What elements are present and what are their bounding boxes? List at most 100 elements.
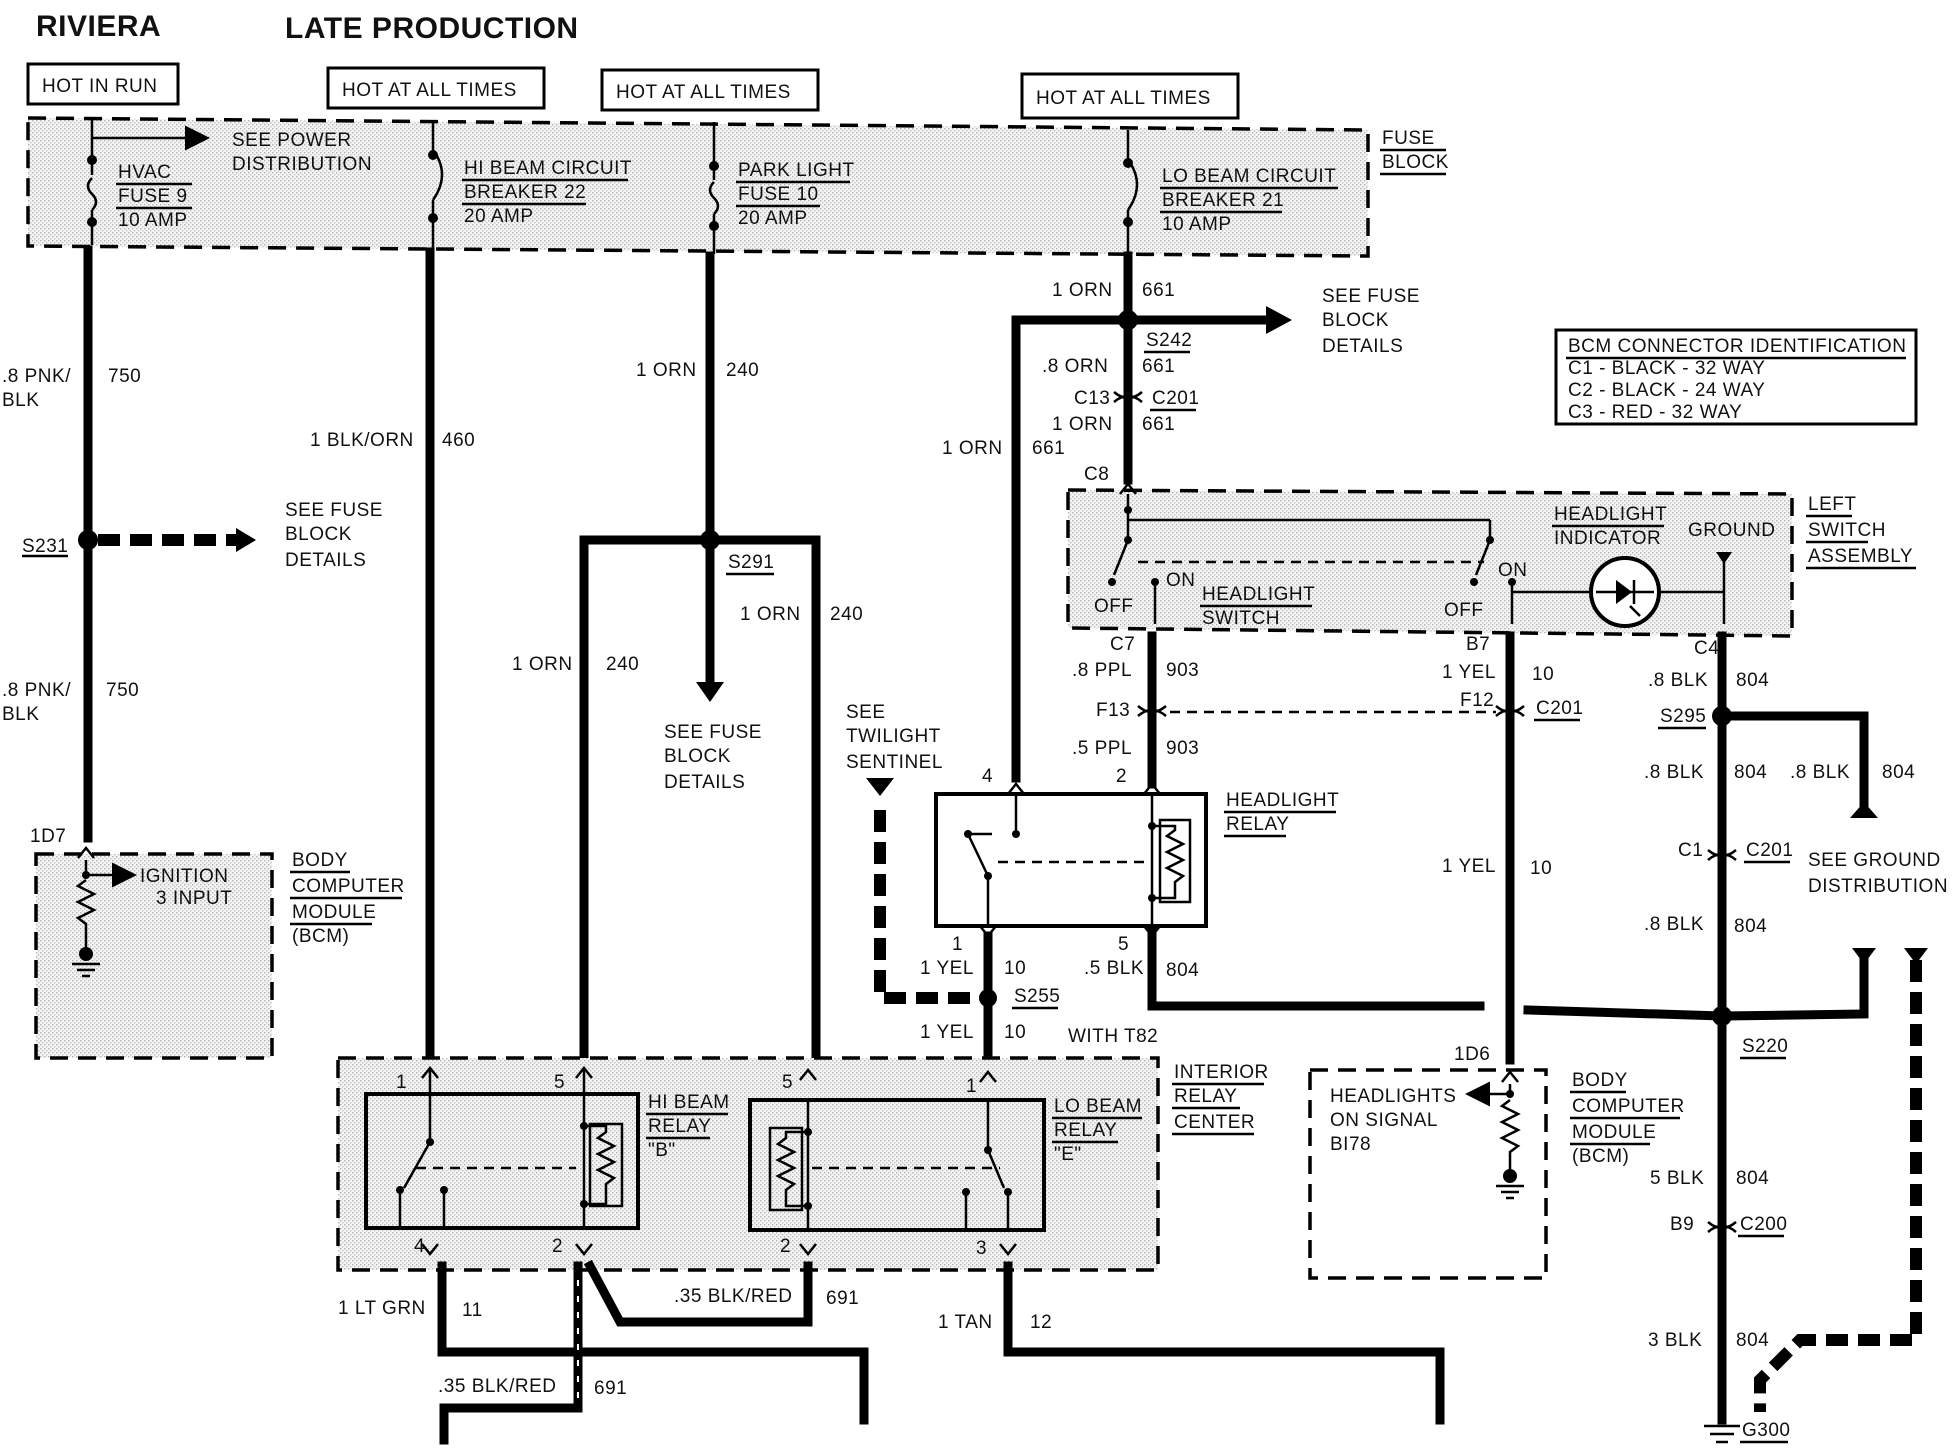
svg-text:2: 2: [552, 1236, 563, 1257]
svg-text:"E": "E": [1054, 1144, 1082, 1165]
svg-text:4: 4: [414, 1236, 425, 1257]
svg-text:DETAILS: DETAILS: [1322, 336, 1403, 357]
svg-text:5: 5: [554, 1072, 565, 1093]
bcm-connector-identification: BCM CONNECTOR IDENTIFICATION C1 - BLACK …: [1554, 328, 1918, 426]
svg-text:TWILIGHT: TWILIGHT: [846, 726, 941, 747]
svg-text:804: 804: [1166, 960, 1199, 981]
svg-text:COMPUTER: COMPUTER: [292, 876, 405, 897]
svg-text:C13: C13: [1074, 388, 1110, 409]
svg-text:.8 PNK/: .8 PNK/: [2, 680, 71, 701]
svg-text:HEADLIGHT: HEADLIGHT: [1554, 504, 1667, 525]
svg-text:5: 5: [782, 1072, 793, 1093]
svg-text:4: 4: [982, 766, 993, 787]
wire-750-ignition: [78, 245, 256, 843]
park-light-fuse-icon: [708, 122, 720, 254]
svg-text:804: 804: [1736, 670, 1769, 691]
bcm-left-module: IGNITION 3 INPUT: [34, 845, 274, 1060]
svg-text:10 AMP: 10 AMP: [1162, 214, 1232, 235]
svg-text:ON: ON: [1498, 560, 1528, 581]
svg-text:GROUND: GROUND: [1688, 520, 1775, 541]
svg-text:661: 661: [1142, 356, 1175, 377]
svg-text:804: 804: [1882, 762, 1915, 783]
svg-text:.8 BLK: .8 BLK: [1648, 670, 1708, 691]
svg-text:12: 12: [1030, 1312, 1052, 1333]
svg-text:691: 691: [826, 1288, 859, 1309]
svg-text:1 ORN: 1 ORN: [636, 360, 697, 381]
svg-text:F12: F12: [1460, 690, 1494, 711]
svg-text:SEE GROUND: SEE GROUND: [1808, 850, 1941, 871]
svg-text:1 BLK/ORN: 1 BLK/ORN: [310, 430, 414, 451]
diagram-model-title: RIVIERA: [36, 10, 161, 43]
svg-text:1 TAN: 1 TAN: [938, 1312, 993, 1333]
svg-text:1 ORN: 1 ORN: [740, 604, 801, 625]
power-label-hot-at-all-times-2: HOT AT ALL TIMES: [600, 68, 820, 112]
splice-s242: S242: [1146, 330, 1192, 351]
svg-text:1 ORN: 1 ORN: [942, 438, 1003, 459]
svg-text:BODY: BODY: [1572, 1070, 1628, 1091]
svg-text:10: 10: [1004, 958, 1026, 979]
svg-text:240: 240: [606, 654, 639, 675]
svg-text:SEE FUSE: SEE FUSE: [1322, 286, 1420, 307]
svg-text:BLOCK: BLOCK: [1382, 152, 1449, 173]
svg-text:804: 804: [1734, 762, 1767, 783]
svg-text:C7: C7: [1110, 634, 1135, 655]
svg-text:.8 PNK/: .8 PNK/: [2, 366, 71, 387]
svg-text:"B": "B": [648, 1140, 676, 1161]
svg-text:SWITCH: SWITCH: [1808, 520, 1886, 541]
svg-text:.35 BLK/RED: .35 BLK/RED: [674, 1286, 793, 1307]
svg-text:.5 BLK: .5 BLK: [1084, 958, 1144, 979]
svg-text:(BCM): (BCM): [292, 926, 349, 947]
svg-text:750: 750: [108, 366, 141, 387]
svg-text:OFF: OFF: [1094, 596, 1134, 617]
svg-text:1D6: 1D6: [1454, 1044, 1490, 1065]
ground-g300: G300: [1742, 1420, 1790, 1441]
svg-text:1: 1: [396, 1072, 407, 1093]
lo-beam-relay-e: [748, 1067, 1046, 1257]
svg-text:ON: ON: [1166, 570, 1196, 591]
splice-s231: S231: [22, 536, 68, 557]
svg-text:3: 3: [976, 1238, 987, 1259]
svg-text:3 INPUT: 3 INPUT: [156, 888, 232, 909]
svg-text:MODULE: MODULE: [1572, 1122, 1656, 1143]
svg-text:661: 661: [1142, 414, 1175, 435]
svg-text:HEADLIGHT: HEADLIGHT: [1226, 790, 1339, 811]
svg-text:20 AMP: 20 AMP: [738, 208, 808, 229]
svg-text:RELAY: RELAY: [1226, 814, 1289, 835]
svg-text:1 YEL: 1 YEL: [920, 1022, 974, 1043]
svg-text:RELAY: RELAY: [1054, 1120, 1117, 1141]
svg-text:BLOCK: BLOCK: [1322, 310, 1389, 331]
svg-text:FUSE 10: FUSE 10: [738, 184, 819, 205]
svg-text:SEE FUSE: SEE FUSE: [664, 722, 762, 743]
svg-text:903: 903: [1166, 660, 1199, 681]
wire-903-ppl: [1137, 631, 1167, 789]
svg-text:.5 PPL: .5 PPL: [1072, 738, 1132, 759]
svg-text:240: 240: [726, 360, 759, 381]
wire-804-ground: [1147, 631, 1928, 1444]
svg-text:ASSEMBLY: ASSEMBLY: [1808, 546, 1913, 567]
svg-text:C1: C1: [1678, 840, 1703, 861]
svg-text:BREAKER 21: BREAKER 21: [1162, 190, 1284, 211]
svg-text:C2 - BLACK - 24 WAY: C2 - BLACK - 24 WAY: [1568, 380, 1765, 401]
lo-beam-circuit-breaker-icon: [1123, 130, 1139, 256]
svg-text:804: 804: [1736, 1330, 1769, 1351]
svg-text:SWITCH: SWITCH: [1202, 608, 1280, 629]
wire-10-yel-bcm: [1495, 631, 1525, 1065]
svg-text:ON SIGNAL: ON SIGNAL: [1330, 1110, 1438, 1131]
power-label-hot-at-all-times-3: HOT AT ALL TIMES: [1020, 72, 1240, 120]
svg-text:C201: C201: [1536, 698, 1583, 719]
svg-text:DISTRIBUTION: DISTRIBUTION: [1808, 876, 1948, 897]
svg-text:SENTINEL: SENTINEL: [846, 752, 943, 773]
fuse-block-label: FUSE: [1382, 128, 1435, 149]
svg-text:1 LT GRN: 1 LT GRN: [338, 1298, 426, 1319]
hi-beam-relay-b: [364, 1065, 640, 1257]
svg-text:DETAILS: DETAILS: [664, 772, 745, 793]
svg-text:5: 5: [1118, 934, 1129, 955]
diagram-variant-title: LATE PRODUCTION: [285, 12, 579, 45]
svg-text:C201: C201: [1152, 388, 1199, 409]
svg-text:C3 - RED - 32 WAY: C3 - RED - 32 WAY: [1568, 402, 1742, 423]
svg-text:C1 - BLACK - 32 WAY: C1 - BLACK - 32 WAY: [1568, 358, 1765, 379]
svg-text:1 YEL: 1 YEL: [1442, 856, 1496, 877]
svg-text:.8 PPL: .8 PPL: [1072, 660, 1132, 681]
svg-text:11: 11: [462, 1300, 483, 1321]
